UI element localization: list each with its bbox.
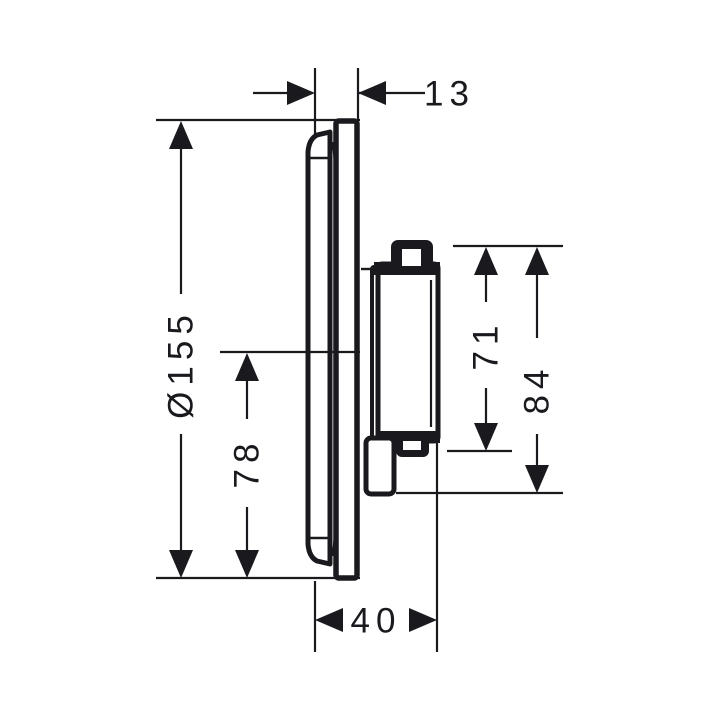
arrow-right-icon [287, 81, 315, 105]
dimension-78: 78 [220, 350, 360, 578]
handle-bottom-button-notch [403, 441, 421, 450]
valve-side-view [305, 118, 441, 581]
arrow-left-icon [315, 608, 343, 632]
arrow-up-icon [169, 121, 193, 149]
dimension-71: 71 [447, 244, 563, 453]
dim-label-diameter-155: Ø155 [162, 309, 201, 419]
dimension-84: 84 [396, 247, 563, 495]
dim-label-78: 78 [228, 438, 267, 489]
arrow-up-icon [235, 353, 259, 381]
dim-label-40: 40 [351, 602, 402, 641]
arrow-up-icon [474, 247, 498, 275]
dimension-diameter-155: Ø155 [156, 118, 360, 580]
dimension-13: 13 [253, 68, 475, 134]
arrow-left-icon [358, 81, 386, 105]
arrow-down-icon [169, 550, 193, 578]
arrow-down-icon [525, 465, 549, 493]
handle-top-button-notch [402, 249, 421, 266]
dim-label-84: 84 [518, 364, 557, 415]
dim-label-71: 71 [467, 320, 506, 371]
dimension-40: 40 [313, 441, 439, 652]
dim-label-13: 13 [424, 75, 475, 114]
handle-body [375, 261, 441, 444]
arrow-down-icon [474, 423, 498, 451]
arrow-up-icon [525, 247, 549, 275]
arrow-right-icon [409, 608, 437, 632]
spout [363, 435, 397, 497]
plate-back [305, 129, 333, 567]
plate-front [333, 118, 360, 581]
arrow-down-icon [235, 550, 259, 578]
